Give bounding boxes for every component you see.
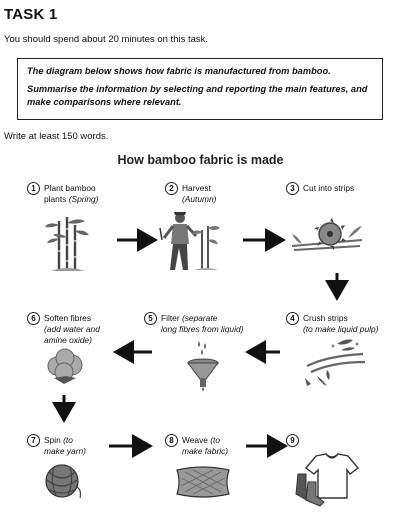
step-2-title: Harvest — [182, 183, 211, 193]
step-3-title: Cut into strips — [303, 183, 355, 193]
step-1-title-cont: plants — [44, 193, 69, 204]
step-2-number: 2 — [165, 182, 178, 195]
step-6-number: 6 — [27, 312, 40, 325]
step-4-title: Crush strips — [303, 313, 348, 323]
step-1-note: (Spring) — [68, 193, 99, 204]
time-instruction: You should spend about 20 minutes on thi… — [4, 34, 209, 45]
step-8-label: 8 Weave (to make fabric) — [165, 434, 229, 457]
fabric-pillow-icon — [176, 466, 230, 498]
prompt-line-1: The diagram below shows how fabric is ma… — [27, 66, 331, 76]
word-count-instruction: Write at least 150 words. — [4, 131, 109, 142]
step-4-note: (to make liquid pulp) — [303, 323, 379, 334]
clothes-icon — [295, 453, 360, 507]
step-1-title: Plant bamboo — [44, 183, 96, 193]
crushed-strips-icon — [305, 339, 366, 386]
yarn-ball-icon — [45, 464, 82, 499]
diagram-title: How bamboo fabric is made — [117, 153, 284, 167]
step-3-number: 3 — [286, 182, 299, 195]
step-7-note: (to — [63, 435, 73, 445]
step-8-number: 8 — [165, 434, 178, 447]
cotton-ball-icon — [47, 348, 83, 384]
step-5-number: 5 — [144, 312, 157, 325]
step-7-label: 7 Spin (to make yarn) — [27, 434, 86, 457]
step-6-note: (add water and — [44, 323, 100, 334]
step-5-note: (separate — [181, 313, 218, 323]
step-7-number: 7 — [27, 434, 40, 447]
step-8-title: Weave — [182, 435, 211, 445]
step-4-label: 4 Crush strips (to make liquid pulp) — [286, 312, 379, 335]
step-4-number: 4 — [286, 312, 299, 325]
task-prompt-box: The diagram below shows how fabric is ma… — [17, 58, 383, 120]
step-8-note: (to — [210, 435, 221, 445]
task-title: TASK 1 — [4, 6, 58, 23]
step-6-title: Soften fibres — [44, 313, 92, 323]
step-1-label: 1 Plant bamboo plants (Spring) — [27, 182, 99, 205]
harvest-worker-icon — [159, 212, 220, 270]
step-6-note-cont: amine oxide) — [44, 334, 92, 345]
step-7-title: Spin — [44, 435, 64, 445]
step-5-label: 5 Filter (separate long fibres from liqu… — [144, 312, 244, 335]
saw-blade-icon — [291, 218, 363, 251]
step-3-label: 3 Cut into strips — [286, 182, 355, 195]
step-5-title: Filter — [161, 313, 182, 323]
prompt-line-2: Summarise the information by selecting a… — [27, 83, 368, 107]
step-2-label: 2 Harvest (Autumn) — [165, 182, 217, 205]
step-2-note: (Autumn) — [182, 193, 217, 204]
step-7-note-cont: make yarn) — [44, 445, 86, 456]
step-5-note-cont: long fibres from liquid) — [161, 323, 244, 334]
filter-funnel-icon — [187, 341, 219, 391]
bamboo-plants-icon — [45, 217, 89, 271]
step-8-note-cont: make fabric) — [182, 445, 229, 456]
step-1-number: 1 — [27, 182, 40, 195]
step-6-label: 6 Soften fibres (add water and amine oxi… — [27, 312, 100, 346]
